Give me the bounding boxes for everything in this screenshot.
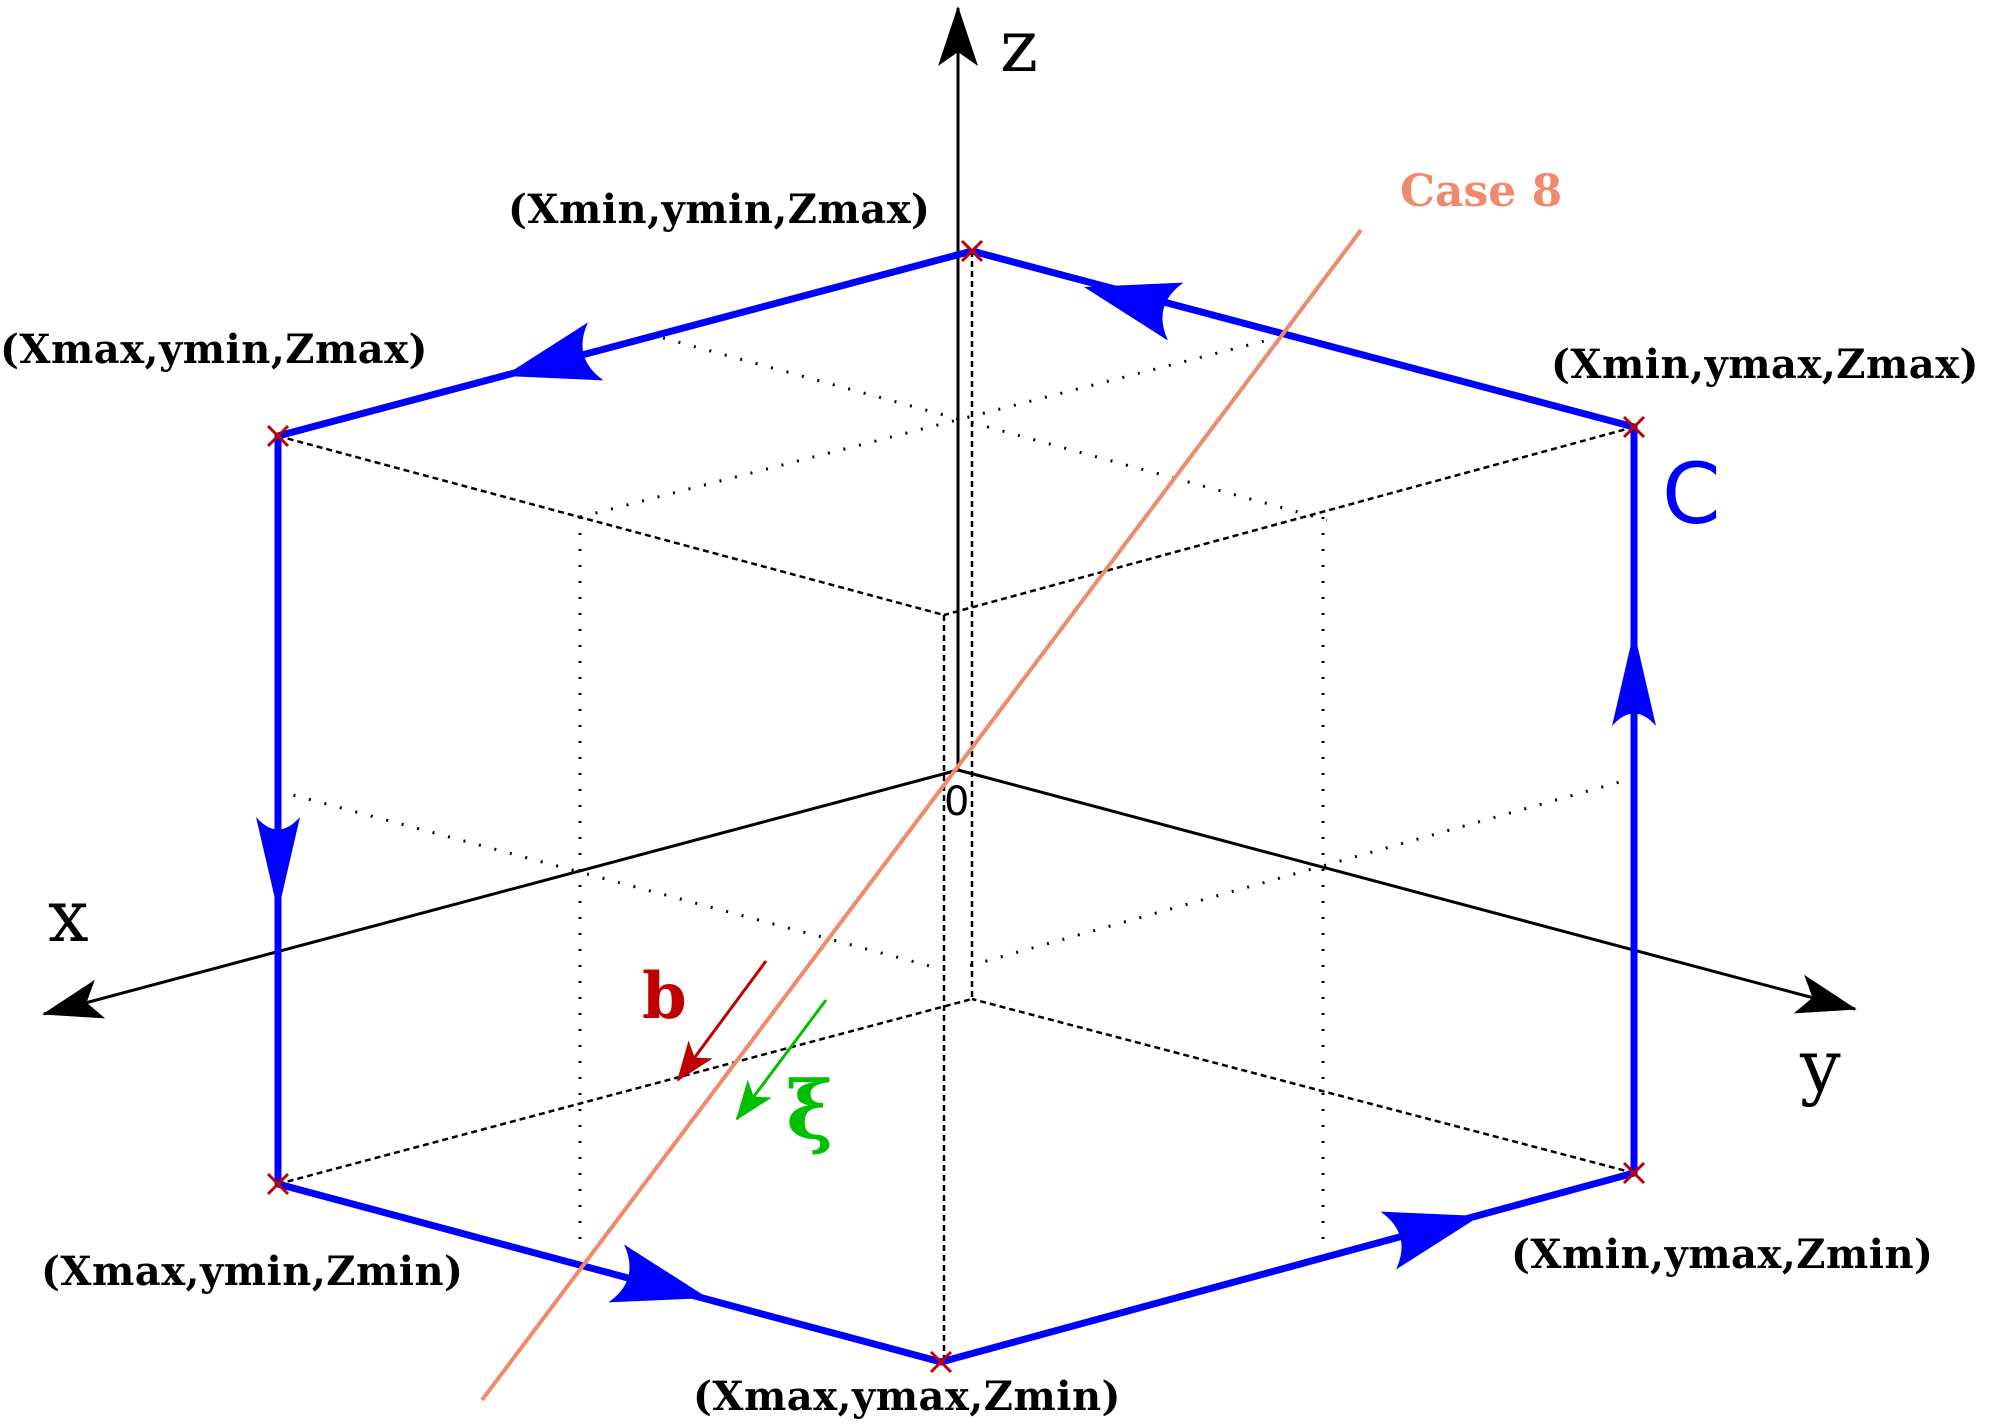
circuit-arrowheads [256,282,1656,1303]
vertex-label-top: (Xmin,ymin,Zmax) [508,186,931,233]
y-axis [957,768,1857,1014]
y-axis-label: y [1800,1024,1841,1108]
arrow-head-icon [1380,1211,1480,1270]
dislocation-line [480,228,1363,1402]
vertex-label-bottom-left: (Xmax,ymin,Zmin) [41,1248,464,1295]
vertex-label-bottom: (Xmax,ymax,Zmin) [693,1373,1121,1420]
line-direction-arrow [735,999,828,1121]
arrow-head-icon [256,817,300,912]
x-axis-label: x [48,874,89,958]
vertex-label-bottom-right: (Xmin,ymax,Zmin) [1511,1231,1934,1278]
arrow-head-icon [504,322,604,381]
arrow-head-icon [1084,282,1184,341]
burgers-vector-label: b [642,959,687,1034]
cube-edges-dashed [277,251,1635,1362]
burgers-vector-arrow [676,960,768,1082]
line-direction-label: ξ [786,1063,834,1157]
z-axis-label: z [1000,4,1038,88]
circuit-label: C [1662,445,1721,543]
origin-label: 0 [944,779,970,825]
case-label: Case 8 [1400,166,1563,217]
x-axis [42,768,959,1019]
arrow-head-icon [1612,631,1656,726]
vertex-markers [266,239,1646,1374]
arrow-head-icon [608,1244,708,1303]
vertex-label-top-left: (Xmax,ymin,Zmax) [0,326,428,373]
vertex-label-top-right: (Xmin,ymax,Zmax) [1551,341,1979,388]
axes [42,6,1857,1019]
